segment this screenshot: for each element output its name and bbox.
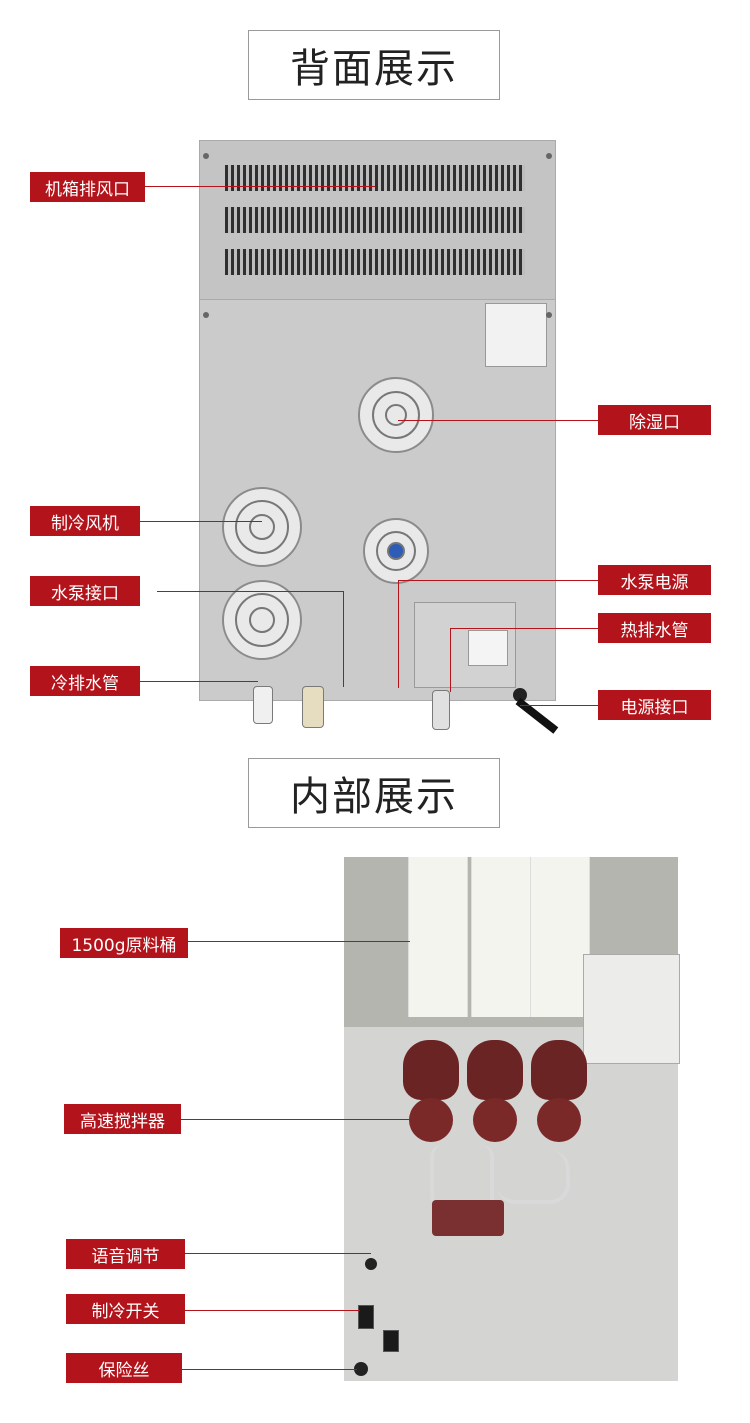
fuse-holder (354, 1362, 368, 1376)
exhaust-vent (225, 249, 525, 275)
leader-line (343, 591, 344, 687)
volume-knob (365, 1258, 377, 1270)
leader-line (398, 580, 598, 581)
tube (496, 1150, 570, 1204)
label-cold-drain: 冷排水管 (30, 666, 140, 696)
exhaust-vent (225, 165, 525, 191)
warning-sticker (468, 630, 508, 666)
label-pump-interface: 水泵接口 (30, 576, 140, 606)
label-power-port: 电源接口 (598, 690, 711, 720)
ingredient-bucket (471, 857, 531, 1017)
power-switch (383, 1330, 399, 1352)
label-exhaust: 机箱排风口 (30, 172, 145, 202)
hot-drain-pipe (432, 690, 450, 730)
cooling-fan-icon (222, 580, 302, 660)
leader-line (185, 1253, 371, 1254)
power-plug (513, 688, 527, 702)
label-bucket: 1500g原料桶 (60, 928, 188, 958)
pump-interface-pipe (302, 686, 324, 728)
screw (546, 312, 552, 318)
leader-line (398, 420, 598, 421)
label-hot-drain: 热排水管 (598, 613, 711, 643)
mixer (467, 1040, 523, 1100)
inside-section-title: 内部展示 (248, 758, 500, 828)
mixer-base (537, 1098, 581, 1142)
leader-line (145, 186, 375, 187)
mixer-base (409, 1098, 453, 1142)
label-mixer: 高速搅拌器 (64, 1104, 181, 1134)
ingredient-bucket (530, 857, 590, 1017)
label-pump-power: 水泵电源 (598, 565, 711, 595)
leader-line (140, 681, 258, 682)
leader-line (398, 580, 399, 688)
power-cable (515, 697, 559, 734)
screw (546, 153, 552, 159)
dispense-nozzles (432, 1200, 504, 1236)
screw (203, 312, 209, 318)
cold-drain-pipe (253, 686, 273, 724)
exhaust-vent (225, 207, 525, 233)
leader-line (520, 705, 598, 706)
pump-fan (363, 518, 429, 584)
leader-line (181, 1119, 409, 1120)
leader-line (157, 591, 344, 592)
ingredient-bucket (408, 857, 468, 1017)
leader-line (450, 628, 451, 692)
mixer-base (473, 1098, 517, 1142)
label-cooling-fan: 制冷风机 (30, 506, 140, 536)
label-cooling-switch: 制冷开关 (66, 1294, 185, 1324)
label-fuse: 保险丝 (66, 1353, 182, 1383)
label-dehumidify: 除湿口 (598, 405, 711, 435)
leader-line (188, 941, 410, 942)
side-box (583, 954, 680, 1064)
leader-line (185, 1310, 360, 1311)
label-volume: 语音调节 (66, 1239, 185, 1269)
back-section-title: 背面展示 (248, 30, 500, 100)
cooling-switch (358, 1305, 374, 1329)
leader-line (182, 1369, 357, 1370)
mixer (403, 1040, 459, 1100)
dehumidify-fan (358, 377, 434, 453)
cooling-fan-icon (222, 487, 302, 567)
leader-line (140, 521, 262, 522)
mixer (531, 1040, 587, 1100)
leader-line (450, 628, 598, 629)
spec-sticker (485, 303, 547, 367)
screw (203, 153, 209, 159)
